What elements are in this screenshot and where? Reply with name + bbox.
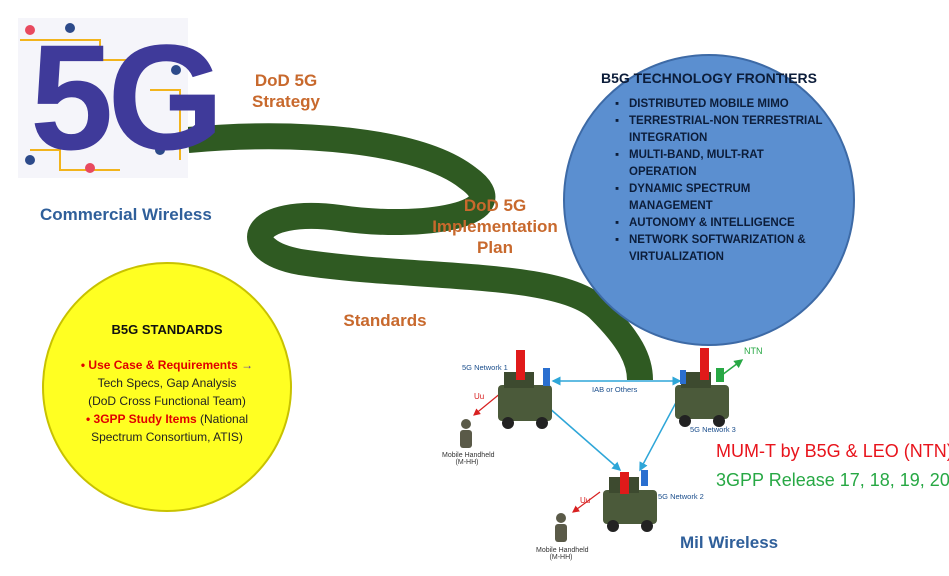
technology-frontiers-circle: B5G TECHNOLOGY FRONTIERS ▪DISTRIBUTED MO…: [563, 54, 855, 346]
standards-item-1-line-3: (DoD Cross Functional Team): [88, 394, 246, 408]
tech-item: ▪AUTONOMY & INTELLIGENCE: [615, 217, 795, 229]
standards-item-2: • 3GPP Study Items (National: [85, 412, 249, 426]
vehicle-network-3: [675, 348, 729, 427]
standards-item-1-line-2: Tech Specs, Gap Analysis: [97, 376, 237, 390]
roadmap-path: [186, 123, 653, 381]
link-net1-net2: [539, 399, 622, 471]
standards-item-1: • Use Case & Requirements →: [80, 358, 254, 372]
implementation-line-2: Implementation: [432, 217, 558, 236]
5g-logo-text: 5G: [30, 13, 224, 181]
mil-wireless-label: Mil Wireless: [680, 533, 779, 552]
mumt-line-2: 3GPP Release 17, 18, 19, 20: [716, 470, 949, 490]
standards-stage-label: Standards: [343, 311, 427, 330]
handheld-2-abbr: (M-HH): [549, 554, 573, 561]
commercial-wireless-label: Commercial Wireless: [40, 205, 212, 224]
handheld-1-name: Mobile Handheld: [442, 452, 495, 459]
network-2-label: 5G Network 2: [658, 492, 704, 501]
strategy-stage-label: DoD 5G Strategy: [236, 70, 336, 112]
tech-item: ▪NETWORK SOFTWARIZATION &VIRTUALIZATION: [615, 234, 806, 263]
implementation-stage-label: DoD 5G Implementation Plan: [420, 195, 570, 258]
ntn-arrow: [721, 359, 744, 376]
soldier-icon-1: [460, 419, 472, 448]
link-net3-net2: [639, 394, 681, 472]
network-3-label: 5G Network 3: [690, 425, 736, 434]
handheld-1-abbr: (M-HH): [455, 459, 479, 466]
iab-link-label: IAB or Others: [592, 385, 638, 394]
vehicle-network-2: [603, 470, 657, 532]
5g-logo: [18, 18, 188, 178]
implementation-line-3: Plan: [477, 238, 513, 257]
mumt-line-1: MUM-T by B5G & LEO (NTN): [716, 441, 949, 461]
technology-frontiers-title: B5G TECHNOLOGY FRONTIERS: [601, 70, 817, 86]
network-1-label: 5G Network 1: [462, 363, 508, 372]
standards-title: B5G STANDARDS: [111, 322, 223, 337]
soldier-icon-2: [555, 513, 567, 542]
standards-item-2-line-2: Spectrum Consortium, ATIS): [91, 430, 243, 444]
handheld-1-label: Mobile Handheld (M-HH): [442, 452, 495, 466]
uu-arrow-2: [572, 491, 601, 513]
standards-list: • Use Case & Requirements → Tech Specs, …: [44, 356, 290, 446]
strategy-line-1: DoD 5G: [254, 71, 318, 90]
uu-label-1: Uu: [474, 392, 485, 401]
vehicle-network-1: [498, 350, 552, 429]
technology-frontiers-list: ▪DISTRIBUTED MOBILE MIMO ▪TERRESTRIAL-NO…: [615, 96, 835, 266]
uu-label-2: Uu: [580, 496, 591, 505]
handheld-2-name: Mobile Handheld: [536, 547, 589, 554]
handheld-2-label: Mobile Handheld (M-HH): [536, 547, 589, 561]
implementation-line-1: DoD 5G: [463, 196, 527, 215]
ntn-label: NTN: [744, 346, 763, 356]
tech-item: ▪DISTRIBUTED MOBILE MIMO: [615, 98, 789, 110]
standards-circle: B5G STANDARDS • Use Case & Requirements …: [42, 262, 292, 512]
strategy-line-2: Strategy: [251, 92, 321, 111]
